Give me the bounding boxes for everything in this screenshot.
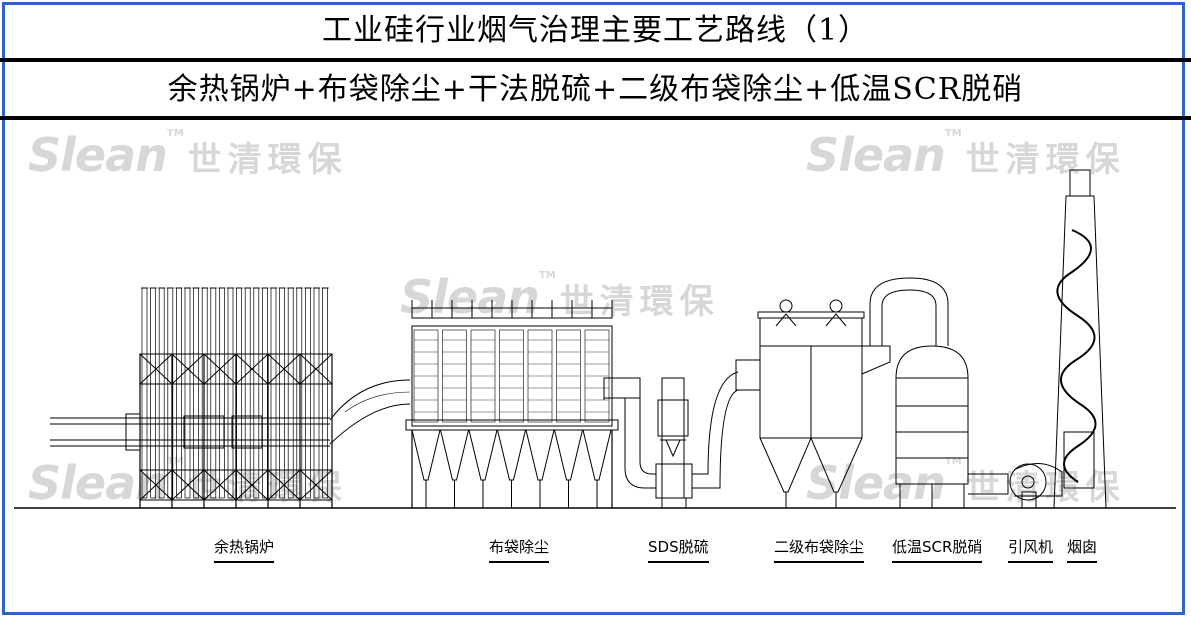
chimney <box>1053 169 1107 509</box>
watermark-logo: SleanTM世清環保 <box>28 128 348 182</box>
primary-baghouse <box>405 300 619 508</box>
watermark-tm: TM <box>944 456 962 467</box>
watermark-tm: TM <box>166 456 184 467</box>
watermark-chinese: 世清環保 <box>187 140 348 180</box>
watermark-tm: TM <box>538 270 556 281</box>
label-sds-desulfurizer: SDS脱硫 <box>648 536 709 563</box>
subtitle-divider <box>0 116 1191 120</box>
watermark-brand: Slean <box>400 270 540 324</box>
watermark-tm: TM <box>166 128 184 139</box>
label-primary-baghouse: 布袋除尘 <box>489 536 550 563</box>
watermark-chinese: 世清環保 <box>965 140 1126 180</box>
low-temp-scr-reactor <box>869 277 969 508</box>
label-low-temp-scr: 低温SCR脱硝 <box>892 536 983 563</box>
watermark-chinese: 世清環保 <box>559 282 720 322</box>
label-chimney: 烟囱 <box>1067 536 1098 563</box>
label-induced-draft-fan: 引风机 <box>1008 536 1054 563</box>
process-route-subtitle: 余热锅炉+布袋除尘+干法脱硫+二级布袋除尘+低温SCR脱硝 <box>167 72 1024 107</box>
induced-draft-fan <box>968 463 1063 509</box>
watermark-brand: Slean <box>28 456 168 510</box>
watermark-chinese: 世清環保 <box>187 468 348 508</box>
watermark-logo: SleanTM世清環保 <box>28 456 348 510</box>
duct-baghouse-to-sds <box>603 377 641 400</box>
waste-heat-boiler <box>139 287 333 508</box>
watermark-logo: SleanTM世清環保 <box>806 456 1126 510</box>
watermark-brand: Slean <box>806 456 946 510</box>
watermark-logo: SleanTM世清環保 <box>400 270 720 324</box>
label-secondary-baghouse: 二级布袋除尘 <box>774 536 865 563</box>
watermark-brand: Slean <box>28 128 168 182</box>
watermark-logo: SleanTM世清環保 <box>806 128 1126 182</box>
secondary-baghouse <box>735 299 891 508</box>
label-waste-heat-boiler: 余热锅炉 <box>214 536 275 563</box>
title-divider <box>0 58 1191 62</box>
sds-desulfurizer <box>624 371 739 508</box>
watermark-tm: TM <box>944 128 962 139</box>
watermark-brand: Slean <box>806 128 946 182</box>
duct-boiler-to-baghouse <box>329 379 411 445</box>
diagram-title: 工业硅行业烟气治理主要工艺路线（1） <box>321 13 870 48</box>
